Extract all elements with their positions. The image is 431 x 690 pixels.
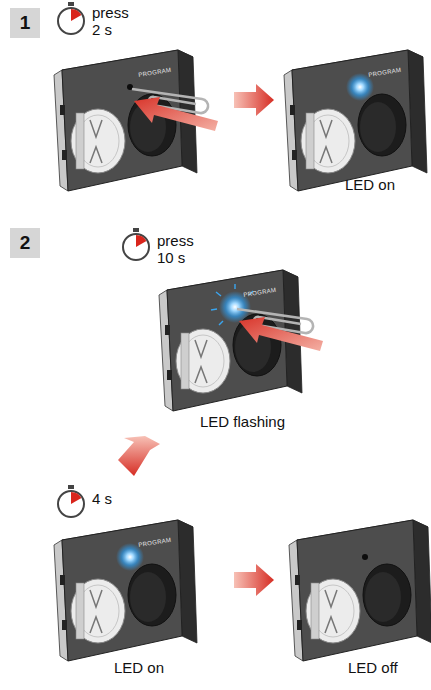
step-label: LED off bbox=[348, 659, 398, 676]
step-label: LED flashing bbox=[200, 413, 285, 430]
step-number: 1 bbox=[20, 12, 31, 34]
step-number-box: 1 bbox=[10, 8, 40, 38]
step-number: 2 bbox=[20, 232, 31, 254]
step-label: 10 s bbox=[157, 249, 185, 266]
step-label: LED on bbox=[114, 659, 164, 676]
step-number-box: 2 bbox=[10, 228, 40, 258]
step-label: 2 s bbox=[92, 21, 112, 38]
step-label: press bbox=[157, 232, 194, 249]
step-label: press bbox=[92, 4, 129, 21]
step-label: LED on bbox=[345, 176, 395, 193]
step-label: 4 s bbox=[92, 490, 112, 507]
